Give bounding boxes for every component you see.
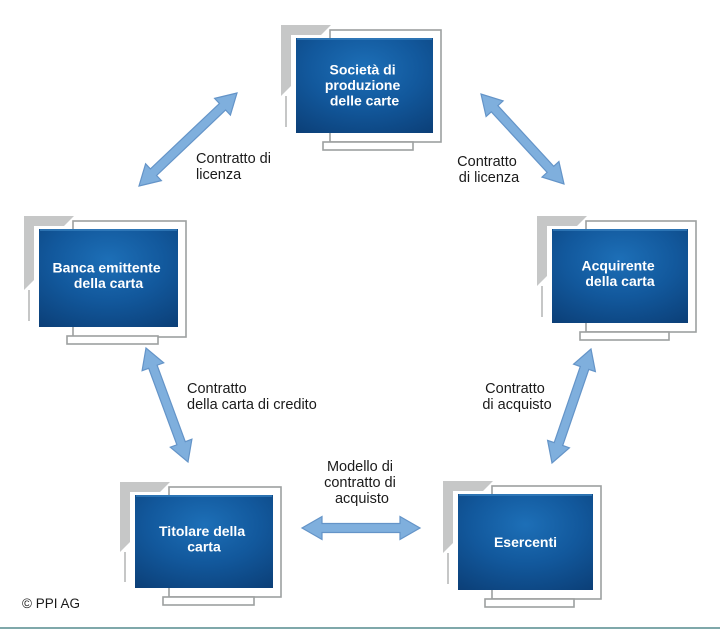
arrow-credit-card-contract	[141, 346, 193, 464]
monitor-stand-icon	[579, 331, 670, 341]
monitor-shadow-line	[541, 286, 543, 317]
edge-label-purchase-contract: Contratto di acquisto	[482, 381, 551, 413]
monitor-shadow-icon	[443, 481, 493, 553]
edge-label-purchase-model: Modello di contratto di acquisto	[324, 459, 400, 507]
monitor-stand-icon	[484, 598, 575, 608]
monitor-shadow-line	[28, 290, 30, 321]
edge-label-license-left: Contratto di licenza	[196, 151, 275, 183]
monitor-shadow-icon	[120, 482, 170, 552]
monitor-screen	[135, 495, 273, 588]
monitor-shadow-icon	[24, 216, 74, 290]
monitor-shadow-line	[285, 96, 287, 127]
node-label-card-production: Società di produzione delle carte	[325, 62, 404, 109]
node-label-merchants: Esercenti	[494, 534, 557, 550]
arrow-purchase-contract	[546, 347, 597, 465]
monitor-shadow-line	[447, 553, 449, 584]
node-issuing-bank: Banca emittente della carta	[24, 216, 187, 345]
monitor-stand-icon	[66, 335, 159, 345]
bottom-divider-line	[0, 627, 720, 629]
monitor-screen	[296, 38, 433, 133]
node-label-issuing-bank: Banca emittente della carta	[52, 260, 164, 292]
node-card-production-company: Società di produzione delle carte	[281, 25, 442, 151]
node-label-card-acquirer: Acquirente della carta	[581, 258, 658, 290]
copyright-text: © PPI AG	[22, 596, 80, 611]
node-cardholder: Titolare della carta	[120, 482, 282, 606]
arrow-license-left	[138, 92, 238, 187]
arrow-license-right	[480, 93, 565, 185]
monitor-shadow-icon	[537, 216, 587, 286]
node-label-cardholder: Titolare della carta	[159, 523, 249, 555]
monitor-stand-icon	[162, 596, 255, 606]
node-merchants: Esercenti	[443, 481, 602, 608]
edge-label-license-right: Contratto di licenza	[457, 154, 521, 186]
monitor-shadow-line	[124, 552, 126, 582]
monitor-stand-icon	[322, 141, 414, 151]
monitor-screen	[552, 229, 688, 323]
arrow-purchase-model	[300, 515, 422, 541]
monitor-screen	[458, 494, 593, 590]
edge-label-credit-card-contract: Contratto della carta di credito	[187, 381, 317, 413]
monitor-shadow-icon	[281, 25, 331, 96]
node-card-acquirer: Acquirente della carta	[537, 216, 697, 341]
monitor-screen	[39, 229, 178, 327]
